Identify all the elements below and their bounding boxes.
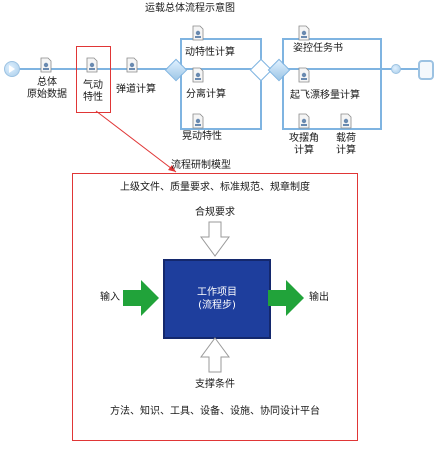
- overall-data-doc-icon[interactable]: [40, 57, 52, 73]
- input-arrow: [123, 280, 159, 316]
- aero-label-line2: 特性: [83, 92, 103, 103]
- sloshing-doc-icon[interactable]: [192, 113, 204, 129]
- separation-doc-icon[interactable]: [192, 67, 204, 83]
- attitude-doc-icon[interactable]: [298, 25, 310, 41]
- branch1-right-vline: [260, 38, 262, 130]
- sloshing-label: 晃动特性: [182, 131, 222, 142]
- work-item-sub: (流程步): [198, 300, 236, 311]
- end-node[interactable]: [418, 60, 434, 80]
- drift-doc-icon[interactable]: [298, 67, 310, 83]
- branch1-bottom-line: [180, 128, 262, 130]
- output-arrow: [268, 280, 304, 316]
- aero-highlight-box: [76, 46, 111, 113]
- work-item-label: 工作项目: [197, 287, 237, 298]
- branch1-left-vline: [180, 38, 182, 130]
- support-up-arrow: [200, 337, 230, 373]
- upper-documents-text: 上级文件、质量要求、标准规范、规章制度: [120, 182, 310, 193]
- power-label: 动特性计算: [185, 47, 235, 58]
- model-title: 流程研制模型: [171, 160, 231, 171]
- aero-label-line1: 气动: [83, 80, 103, 91]
- compliance-down-arrow: [200, 221, 230, 257]
- overall-label-line2: 原始数据: [27, 89, 67, 100]
- attitude-label: 姿控任务书: [293, 43, 343, 54]
- merge-node-2[interactable]: [391, 64, 401, 74]
- drift-label: 起飞漂移量计算: [290, 90, 360, 101]
- separation-label: 分离计算: [186, 89, 226, 100]
- load-doc-icon[interactable]: [340, 113, 352, 129]
- power-doc-icon[interactable]: [192, 25, 204, 41]
- model-frame: [72, 173, 358, 441]
- overall-label-line1: 总体: [37, 77, 57, 88]
- attack-label-line1: 攻摆角: [289, 133, 319, 144]
- aero-doc-icon[interactable]: [86, 57, 98, 73]
- trajectory-label: 弹道计算: [116, 84, 156, 95]
- attack-label-line2: 计算: [294, 145, 314, 156]
- compliance-text: 合规要求: [195, 207, 235, 218]
- attack-doc-icon[interactable]: [298, 113, 310, 129]
- branch2-right-vline: [380, 38, 382, 130]
- input-label: 输入: [100, 292, 120, 303]
- work-item-box[interactable]: 工作项目 (流程步): [163, 259, 271, 339]
- load-label-line1: 载荷: [336, 133, 356, 144]
- branch2-left-vline: [282, 38, 284, 130]
- flow-title: 运载总体流程示意图: [145, 3, 235, 14]
- output-label: 输出: [309, 292, 329, 303]
- trajectory-doc-icon[interactable]: [126, 57, 138, 73]
- platforms-text: 方法、知识、工具、设备、设施、协同设计平台: [110, 406, 320, 417]
- branch2-top-line: [282, 38, 382, 40]
- start-arrow-icon: [9, 65, 15, 73]
- support-text: 支撑条件: [195, 379, 235, 390]
- main-flow-line: [14, 68, 424, 70]
- branch1-top-line: [180, 38, 262, 40]
- branch2-bottom-line: [282, 128, 382, 130]
- load-label-line2: 计算: [336, 145, 356, 156]
